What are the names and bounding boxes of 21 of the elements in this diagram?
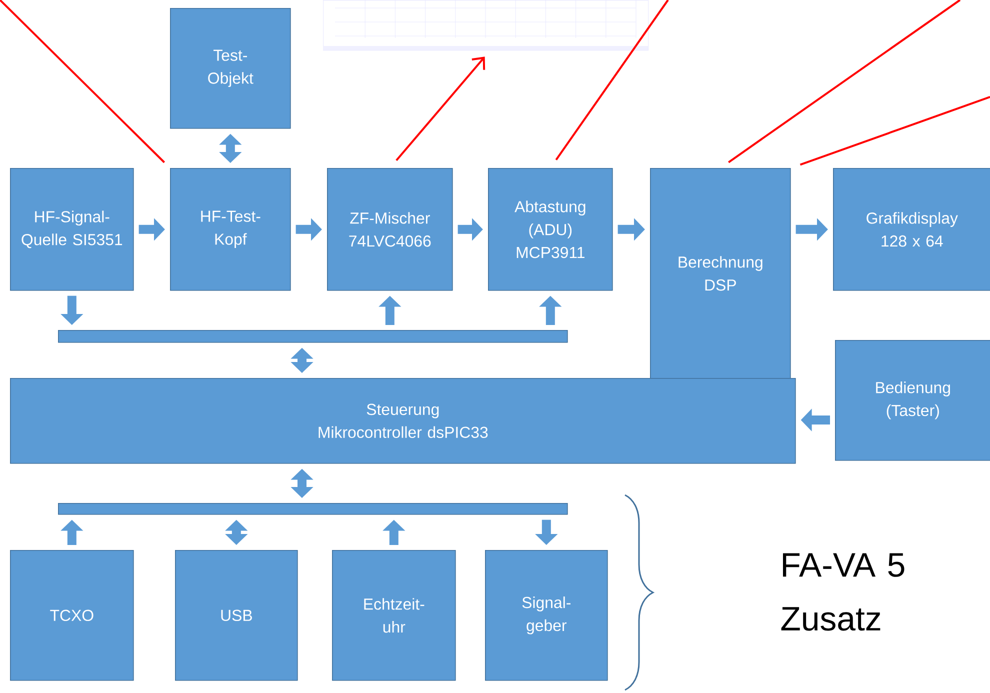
leader-line	[0, 0, 166, 164]
leader-line	[396, 56, 486, 162]
block-box: Bedienung (Taster)	[835, 340, 990, 461]
block-box: Echtzeit- uhr	[332, 550, 456, 681]
block-box: ZF-Mischer 74LVC4066	[327, 168, 453, 291]
block-box: HF-Signal- Quelle SI5351	[10, 168, 134, 291]
chart-drawing	[323, 0, 649, 51]
annotation-text: FA-VA 5 Zusatz	[781, 553, 904, 631]
block-box: USB	[175, 550, 298, 681]
block-box: Berechnung DSP	[650, 168, 791, 379]
leader-line	[800, 96, 990, 166]
block-box: Test- Objekt	[170, 8, 291, 129]
block-box: Grafikdisplay 128 x 64	[833, 168, 990, 291]
bus-bar	[58, 330, 568, 343]
block-box: Abtastung (ADU) MCP3911	[488, 168, 613, 291]
leader-line	[555, 0, 669, 160]
block-box: TCXO	[10, 550, 134, 681]
leader-line	[728, 0, 961, 164]
block-box: Signal- geber	[485, 550, 608, 681]
block-box: HF-Test- Kopf	[170, 168, 291, 291]
bus-bar	[58, 503, 568, 515]
